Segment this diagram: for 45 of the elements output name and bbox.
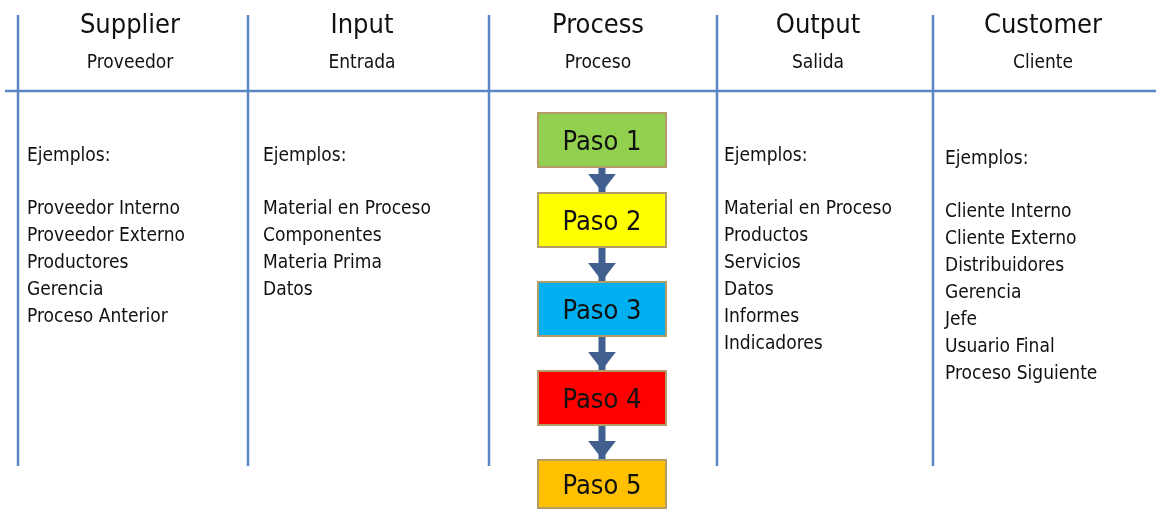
- list-item: Proveedor Interno: [27, 196, 181, 218]
- list-heading: Ejemplos:: [945, 146, 1029, 168]
- list-item: Cliente Externo: [945, 226, 1077, 248]
- list-item: Datos: [263, 277, 313, 299]
- column-subtitle: Salida: [791, 50, 845, 72]
- arrow: [588, 248, 616, 281]
- list-item: Material en Proceso: [263, 196, 431, 218]
- list-item: Componentes: [263, 223, 382, 245]
- arrow: [588, 337, 616, 370]
- list-heading: Ejemplos:: [724, 143, 808, 165]
- arrow: [588, 168, 616, 192]
- list-item: Gerencia: [27, 277, 104, 299]
- arrow: [588, 426, 616, 459]
- column-title: Supplier: [79, 8, 181, 39]
- list-item: Proceso Siguiente: [945, 361, 1098, 383]
- list-item: Servicios: [724, 250, 801, 272]
- list-item: Informes: [724, 304, 800, 326]
- column-subtitle: Proveedor: [86, 50, 174, 72]
- list-item: Distribuidores: [945, 253, 1065, 275]
- process-step-box: Paso 2: [537, 192, 667, 248]
- column-title: Customer: [984, 8, 1102, 39]
- list-heading: Ejemplos:: [263, 143, 347, 165]
- column-subtitle: Cliente: [1013, 50, 1073, 72]
- list-item: Proceso Anterior: [27, 304, 168, 326]
- process-step-box: Paso 4: [537, 370, 667, 426]
- list-item: Productores: [27, 250, 129, 272]
- column-subtitle: Entrada: [328, 50, 396, 72]
- list-item: Proveedor Externo: [27, 223, 186, 245]
- list-heading: Ejemplos:: [27, 143, 111, 165]
- list-item: Cliente Interno: [945, 199, 1072, 221]
- column-title: Input: [330, 8, 394, 39]
- list-item: Materia Prima: [263, 250, 382, 272]
- column-subtitle: Proceso: [564, 50, 632, 72]
- column-title: Process: [552, 8, 644, 39]
- list-item: Jefe: [945, 307, 978, 329]
- list-item: Datos: [724, 277, 774, 299]
- list-item: Gerencia: [945, 280, 1022, 302]
- list-item: Indicadores: [724, 331, 823, 353]
- process-step-box: Paso 1: [537, 112, 667, 168]
- list-item: Material en Proceso: [724, 196, 892, 218]
- process-step-box: Paso 5: [537, 459, 667, 509]
- column-title: Output: [775, 8, 861, 39]
- process-step-box: Paso 3: [537, 281, 667, 337]
- list-item: Usuario Final: [945, 334, 1055, 356]
- list-item: Productos: [724, 223, 809, 245]
